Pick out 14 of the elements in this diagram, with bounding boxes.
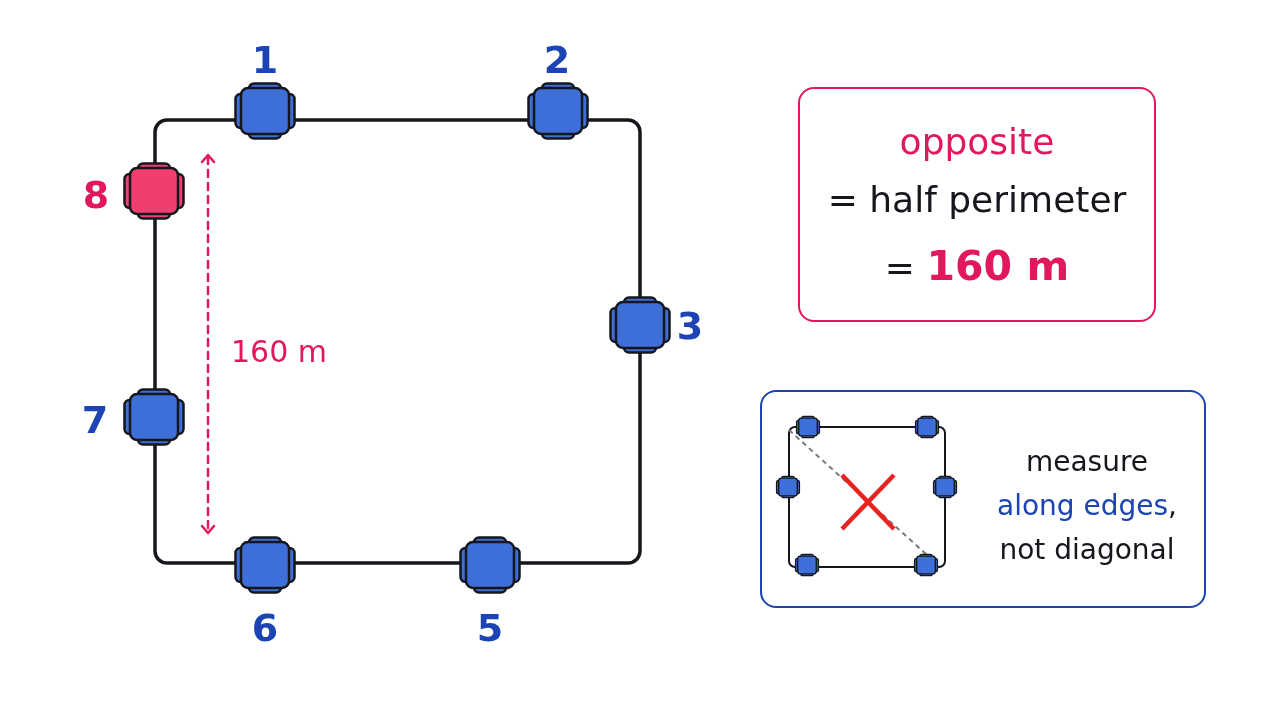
seat-number: 5 bbox=[476, 609, 504, 647]
note-card bbox=[798, 87, 1156, 322]
seat-number: 8 bbox=[82, 176, 110, 214]
seat-number: 2 bbox=[543, 41, 571, 79]
note-text: = half perimeter bbox=[827, 178, 1127, 222]
note-text: opposite bbox=[899, 120, 1055, 164]
seat-number: 3 bbox=[676, 307, 704, 345]
tip-card bbox=[760, 390, 1206, 608]
seat-number: 7 bbox=[81, 401, 109, 439]
dimension-label: 160 m bbox=[231, 337, 327, 367]
seat-number: 6 bbox=[251, 609, 279, 647]
tip-text: measure along edges, not diagonal bbox=[996, 444, 1178, 568]
seat-number: 1 bbox=[251, 41, 279, 79]
note-text: = 160 m bbox=[884, 241, 1070, 292]
